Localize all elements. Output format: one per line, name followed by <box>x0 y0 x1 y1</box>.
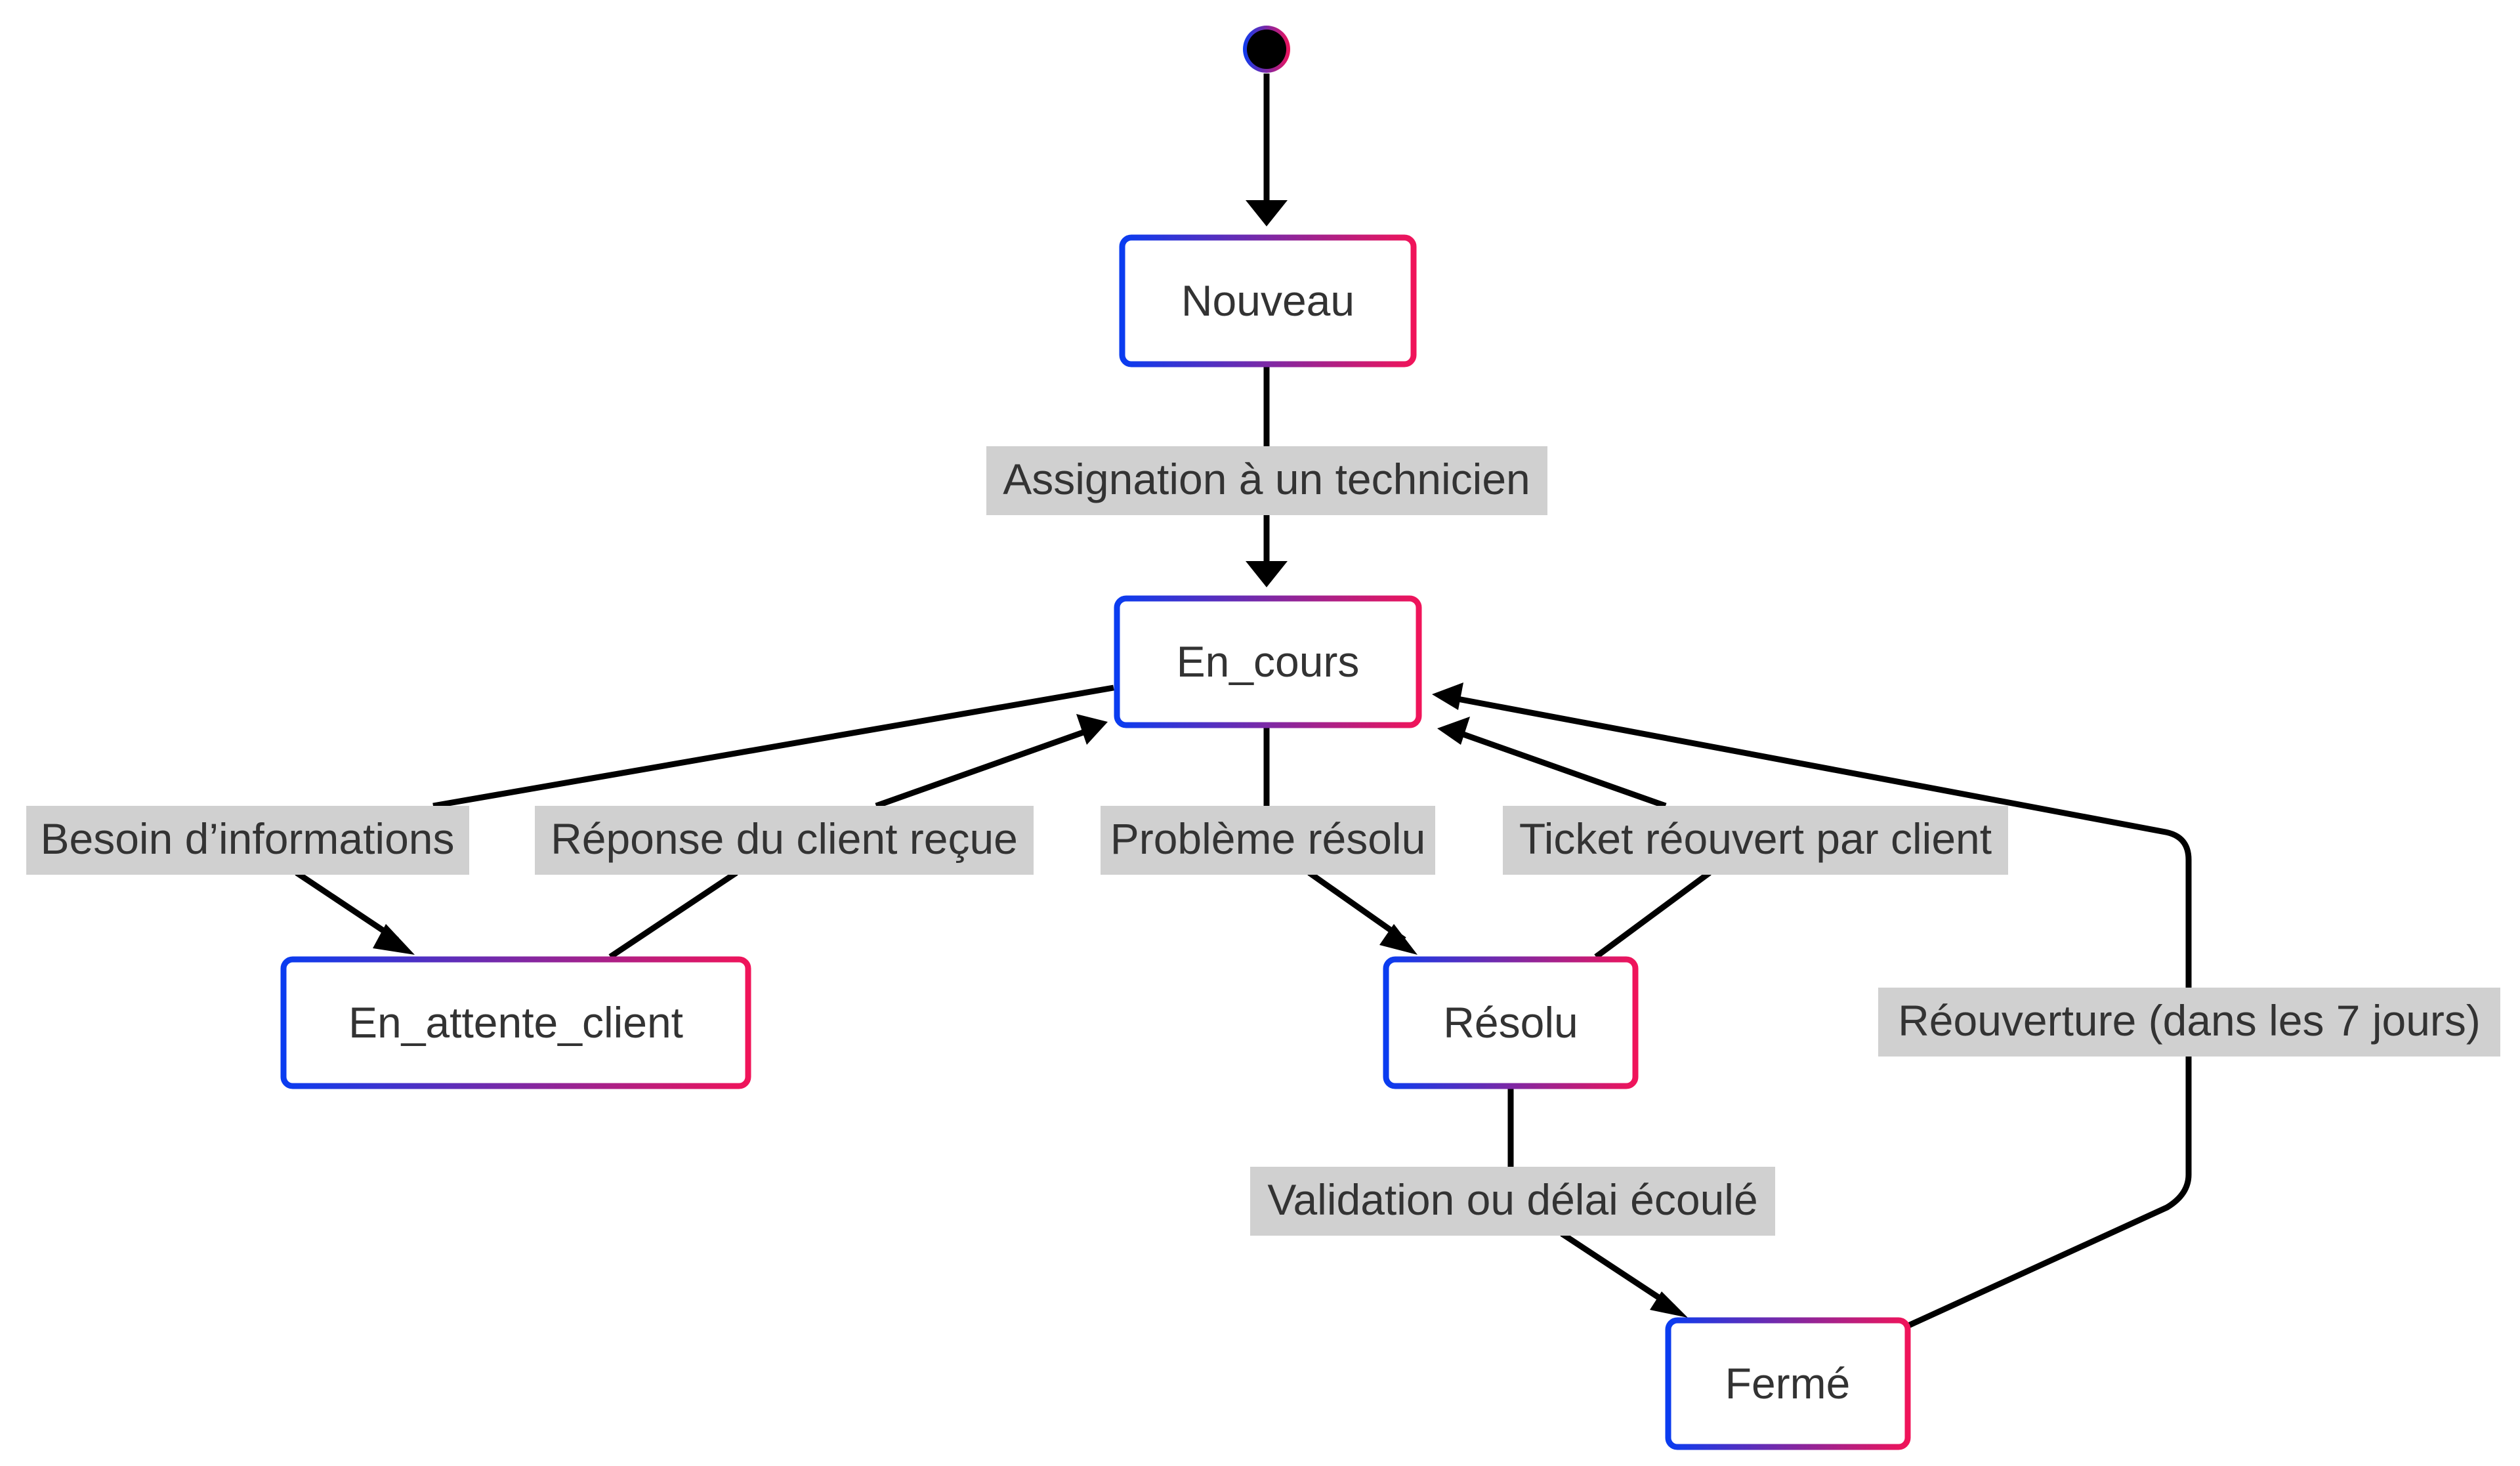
label-probleme-resolu: Problème résolu <box>1101 806 1435 875</box>
edge-start-to-nouveau <box>1246 73 1288 226</box>
state-en-attente-client: En_attente_client <box>280 956 751 1089</box>
arrowhead <box>1379 924 1418 955</box>
label-besoin-informations: Besoin d’informations <box>26 806 469 875</box>
edge-en-cours-to-resolu <box>1263 725 1418 955</box>
label-assignation-text: Assignation à un technicien <box>1003 455 1530 503</box>
label-reponse-client: Réponse du client reçue <box>535 806 1034 875</box>
arrowhead <box>373 924 415 955</box>
state-en-cours: En_cours <box>1114 595 1422 728</box>
edge-en-attente-to-en-cours <box>608 714 1108 959</box>
label-validation: Validation ou délai écoulé <box>1250 1167 1775 1236</box>
state-en-attente-client-label: En_attente_client <box>348 998 683 1047</box>
state-ferme-label: Fermé <box>1725 1359 1851 1408</box>
edge-resolu-to-en-cours <box>1437 717 1712 959</box>
state-ferme: Fermé <box>1665 1317 1911 1450</box>
arrowhead <box>1076 714 1108 745</box>
state-nouveau: Nouveau <box>1119 234 1417 367</box>
label-reponse-client-text: Réponse du client reçue <box>551 814 1018 863</box>
label-reouverture-text: Réouverture (dans les 7 jours) <box>1898 996 2481 1045</box>
state-resolu-label: Résolu <box>1443 998 1578 1047</box>
state-nouveau-label: Nouveau <box>1181 276 1354 325</box>
label-ticket-reouvert: Ticket réouvert par client <box>1503 806 2008 875</box>
arrowhead <box>1650 1291 1688 1318</box>
state-resolu: Résolu <box>1383 956 1639 1089</box>
arrowhead <box>1246 561 1288 587</box>
arrowhead <box>1246 200 1288 226</box>
arrowhead <box>1432 682 1463 710</box>
state-en-cours-label: En_cours <box>1177 637 1360 686</box>
label-assignation: Assignation à un technicien <box>986 446 1547 515</box>
initial-state <box>1243 26 1290 73</box>
arrowhead <box>1437 717 1470 745</box>
label-ticket-reouvert-text: Ticket réouvert par client <box>1519 814 1992 863</box>
edge-en-cours-to-en-attente <box>295 684 1114 955</box>
label-besoin-informations-text: Besoin d’informations <box>41 814 455 863</box>
label-probleme-resolu-text: Problème résolu <box>1110 814 1426 863</box>
edge-resolu-to-ferme <box>1507 1086 1688 1318</box>
label-validation-text: Validation ou délai écoulé <box>1267 1175 1757 1224</box>
label-reouverture: Réouverture (dans les 7 jours) <box>1878 988 2500 1057</box>
